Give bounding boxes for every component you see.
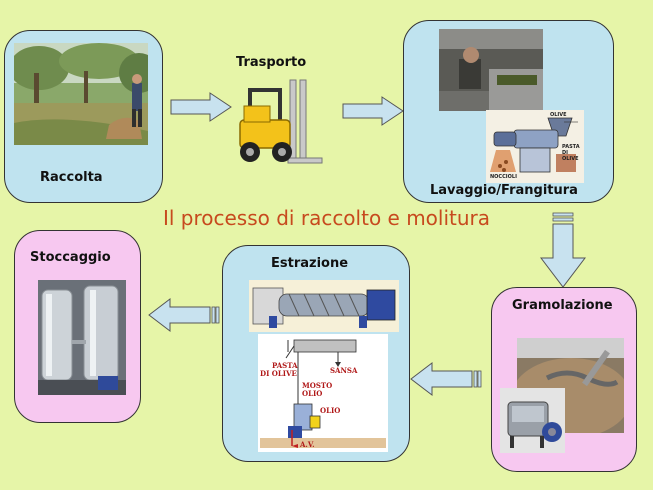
olive-label: OLIVE <box>550 112 567 118</box>
trasporto-label: Trasporto <box>236 55 307 70</box>
mosto-olio-label: MOSTO OLIO <box>302 381 333 398</box>
sansa-label: SANSA <box>330 366 358 375</box>
raccolta-photo <box>14 43 148 145</box>
estrazione-schematic: PASTA DI OLIVE SANSA MOSTO OLIO OLIO A.V… <box>258 334 388 452</box>
diagram-title: Il processo di raccolto e molitura <box>162 206 491 230</box>
lavaggio-label: Lavaggio/Frangitura <box>430 183 578 198</box>
arrow-gramolazione-to-estrazione <box>410 362 482 396</box>
arrow-estrazione-to-stoccaggio <box>148 298 220 332</box>
gramolazione-label: Gramolazione <box>512 298 613 313</box>
pasta-label: PASTA DI OLIVE <box>562 144 580 162</box>
lavaggio-photo <box>439 29 543 111</box>
decanter-photo <box>249 280 399 332</box>
arrow-raccolta-to-trasporto <box>170 92 232 122</box>
stoccaggio-photo <box>38 280 126 395</box>
frangitura-machine-diagram: OLIVE PASTA DI OLIVE NOCCIOLI <box>486 110 584 183</box>
estrazione-label: Estrazione <box>271 256 349 271</box>
noccioli-label: NOCCIOLI <box>490 174 517 180</box>
olio-label: OLIO <box>320 406 341 415</box>
gramolatrice-photo <box>500 388 565 453</box>
av-label: A.V. <box>300 440 315 449</box>
pasta-di-olive-label: PASTA DI OLIVE <box>260 361 298 378</box>
raccolta-label: Raccolta <box>40 170 103 185</box>
stoccaggio-label: Stoccaggio <box>30 250 111 265</box>
arrow-trasporto-to-lavaggio <box>342 96 404 126</box>
forklift-illustration <box>239 79 323 164</box>
arrow-lavaggio-to-gramolazione <box>540 212 586 288</box>
gramolazione-photo <box>517 338 624 433</box>
